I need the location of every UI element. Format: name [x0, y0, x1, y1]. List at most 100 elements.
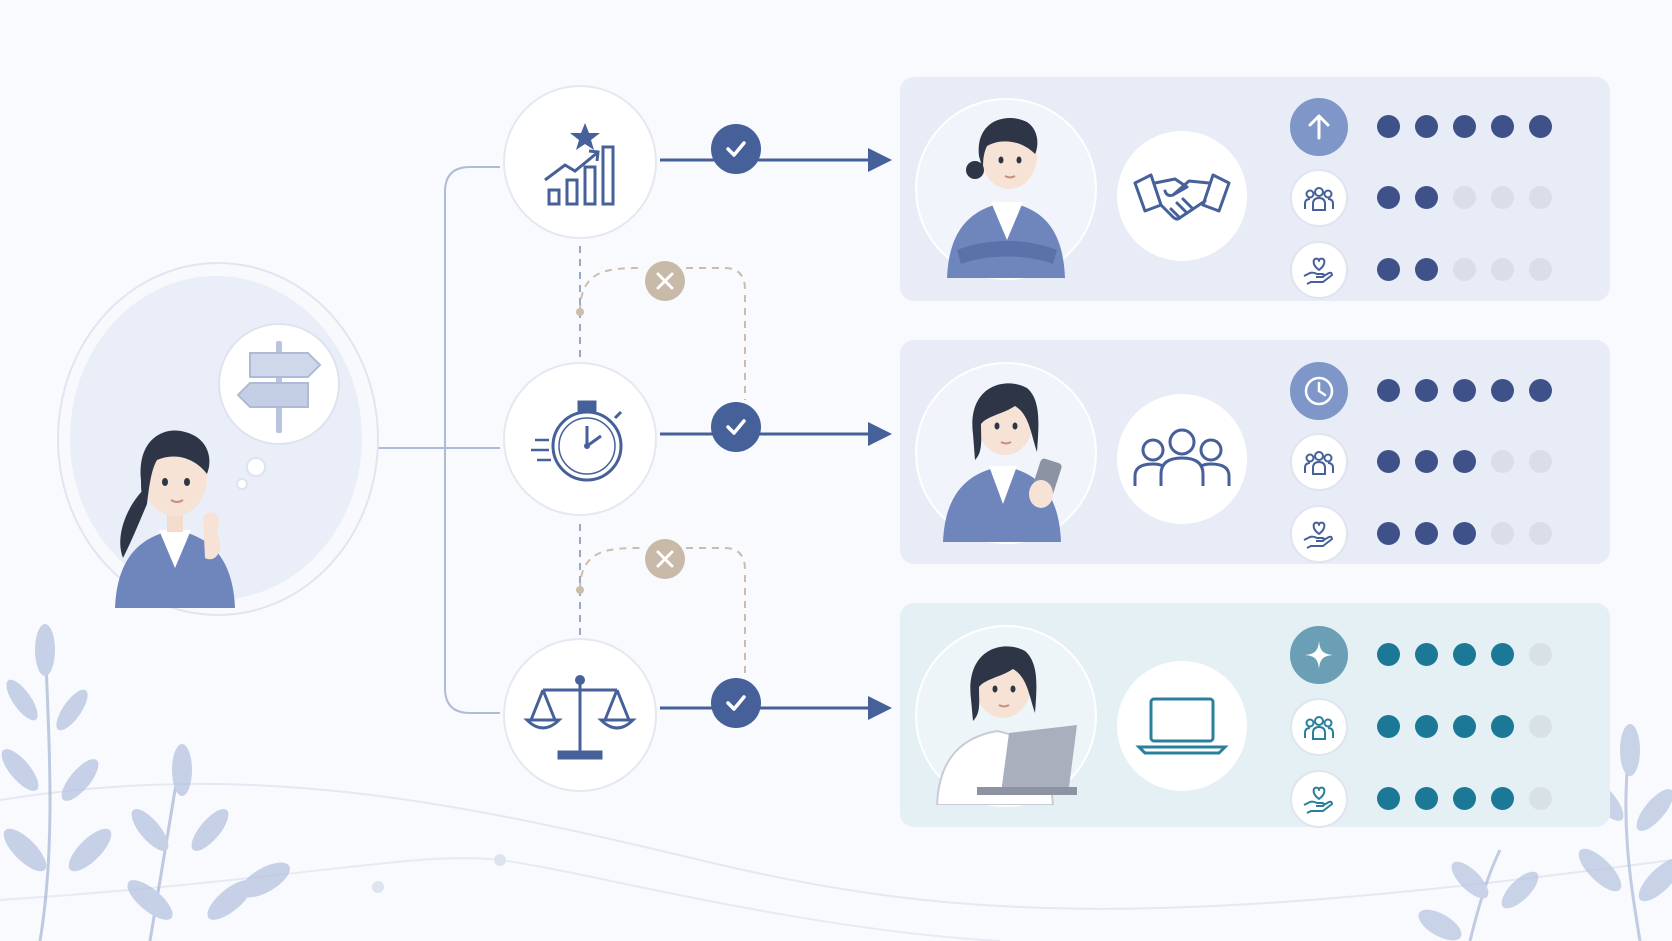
activity-circle-3 — [1117, 661, 1247, 791]
rating-dots — [1377, 115, 1552, 138]
metric-icon-quality — [1290, 626, 1348, 684]
rating-dot-empty — [1453, 186, 1476, 209]
metric-icon-care-3 — [1290, 770, 1348, 828]
woman-with-smartphone-figure — [943, 383, 1062, 542]
stopwatch-icon — [531, 400, 623, 482]
rating-dot-filled — [1377, 522, 1400, 545]
rating-dots — [1377, 450, 1552, 473]
rating-dots — [1377, 258, 1552, 281]
option-balance-circle[interactable] — [503, 638, 657, 792]
rating-dot-filled — [1415, 115, 1438, 138]
rating-dot-filled — [1377, 258, 1400, 281]
check-icon — [726, 141, 746, 157]
option-growth-circle[interactable] — [503, 85, 657, 239]
rating-dot-filled — [1453, 643, 1476, 666]
rating-dot-filled — [1415, 787, 1438, 810]
rating-dot-filled — [1415, 643, 1438, 666]
heart-hand-icon — [1303, 521, 1333, 549]
option-speed-circle[interactable] — [503, 362, 657, 516]
growth-chart-star-icon — [544, 123, 615, 206]
check-badge-2 — [711, 402, 761, 452]
rating-dot-empty — [1529, 643, 1552, 666]
rating-dot-empty — [1453, 258, 1476, 281]
rating-dot-filled — [1415, 258, 1438, 281]
metric-icon-growth — [1290, 98, 1348, 156]
rating-dot-empty — [1529, 186, 1552, 209]
woman-thinking-figure — [115, 430, 235, 608]
rating-dot-filled — [1415, 379, 1438, 402]
rating-dot-filled — [1491, 115, 1514, 138]
people-group-icon — [1304, 716, 1334, 740]
rating-dot-filled — [1453, 787, 1476, 810]
rating-dots — [1377, 715, 1552, 738]
metric-icon-care-2 — [1290, 505, 1348, 563]
woman-with-laptop-figure — [935, 646, 1077, 806]
rating-dot-filled — [1415, 715, 1438, 738]
arrow-3 — [660, 696, 892, 720]
rating-dot-empty — [1491, 186, 1514, 209]
balance-scale-icon — [523, 675, 637, 760]
rating-dots — [1377, 186, 1552, 209]
rating-dot-filled — [1377, 450, 1400, 473]
rating-dots — [1377, 522, 1552, 545]
arrow-1 — [660, 148, 892, 172]
team-icon — [1133, 428, 1231, 486]
rating-dot-filled — [1491, 715, 1514, 738]
rating-dot-empty — [1491, 522, 1514, 545]
rating-dot-empty — [1529, 450, 1552, 473]
activity-circle-1 — [1117, 131, 1247, 261]
x-icon — [656, 550, 674, 568]
check-badge-3 — [711, 678, 761, 728]
rating-dot-filled — [1415, 186, 1438, 209]
x-icon — [656, 272, 674, 290]
people-group-icon — [1304, 451, 1334, 475]
rejected-badge-2 — [645, 539, 685, 579]
metric-icon-people-3 — [1290, 698, 1348, 756]
rating-dot-filled — [1377, 115, 1400, 138]
rating-dot-filled — [1491, 643, 1514, 666]
rating-dot-empty — [1529, 258, 1552, 281]
rating-dots — [1377, 379, 1552, 402]
rating-dot-filled — [1491, 787, 1514, 810]
rating-dots — [1377, 643, 1552, 666]
rating-dot-filled — [1377, 379, 1400, 402]
thought-bubble — [218, 323, 340, 445]
metric-icon-people-1 — [1290, 169, 1348, 227]
rating-dot-filled — [1415, 522, 1438, 545]
rating-dot-filled — [1453, 115, 1476, 138]
rating-dot-filled — [1377, 715, 1400, 738]
rating-dot-filled — [1415, 450, 1438, 473]
rating-dot-empty — [1491, 450, 1514, 473]
heart-hand-icon — [1303, 786, 1333, 814]
person-circle-1 — [915, 98, 1097, 280]
laptop-icon — [1135, 697, 1229, 755]
rating-dot-filled — [1377, 787, 1400, 810]
arrow-2 — [660, 422, 892, 446]
rating-dot-filled — [1453, 450, 1476, 473]
signpost-icon — [236, 341, 322, 433]
check-badge-1 — [711, 124, 761, 174]
sparkle-icon — [1305, 641, 1333, 669]
activity-circle-2 — [1117, 394, 1247, 524]
arrow-up-icon — [1308, 114, 1330, 140]
check-icon — [726, 695, 746, 711]
rating-dot-empty — [1529, 522, 1552, 545]
leaf-branch-left — [1, 624, 290, 941]
check-icon — [726, 419, 746, 435]
rating-dots — [1377, 787, 1552, 810]
woman-arms-crossed-figure — [947, 118, 1065, 278]
rating-dot-filled — [1491, 379, 1514, 402]
metric-icon-people-2 — [1290, 433, 1348, 491]
rating-dot-empty — [1491, 258, 1514, 281]
metric-icon-care-1 — [1290, 241, 1348, 299]
rating-dot-filled — [1529, 379, 1552, 402]
rating-dot-filled — [1453, 522, 1476, 545]
rating-dot-filled — [1377, 186, 1400, 209]
rating-dot-filled — [1529, 115, 1552, 138]
rating-dot-filled — [1453, 379, 1476, 402]
person-circle-3 — [915, 625, 1097, 807]
rating-dot-filled — [1453, 715, 1476, 738]
person-circle-2 — [915, 362, 1097, 544]
people-group-icon — [1304, 187, 1334, 211]
